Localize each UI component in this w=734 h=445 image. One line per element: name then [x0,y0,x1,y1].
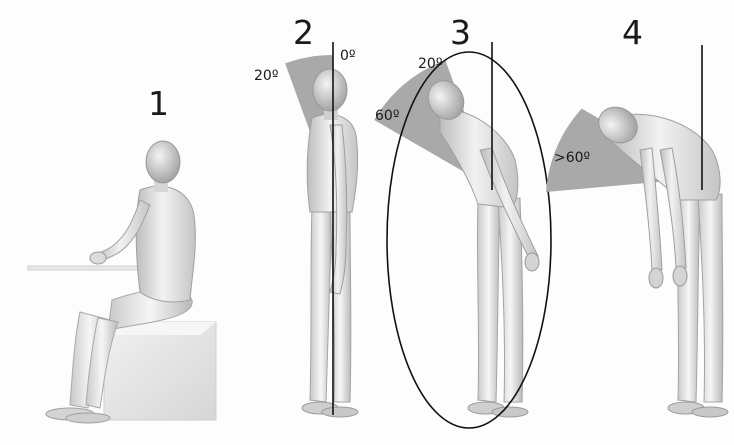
table-surface [28,266,140,270]
figure-4-number: 4 [622,13,643,52]
figure-1-seated: 1 [28,84,216,423]
figure-1-head [146,141,180,183]
figure-2-standing: 2 20º 0º [254,13,358,417]
figure-3-bending: 3 20º 60º [374,13,551,428]
figure-3-angle-20: 20º [418,56,442,72]
figure-4-angle-60plus: >60º [554,150,590,166]
figure-4-deep-bending: 4 >60º [546,13,728,417]
figure-3-number: 3 [450,13,471,52]
figure-2-angle-0: 0º [340,48,356,64]
figure-2-angle-20: 20º [254,68,278,84]
figure-2-number: 2 [293,13,314,52]
figure-1-number: 1 [148,84,169,123]
seat-box [104,322,216,420]
figure-3-angle-60: 60º [375,108,399,124]
figure-2-head [313,69,347,111]
